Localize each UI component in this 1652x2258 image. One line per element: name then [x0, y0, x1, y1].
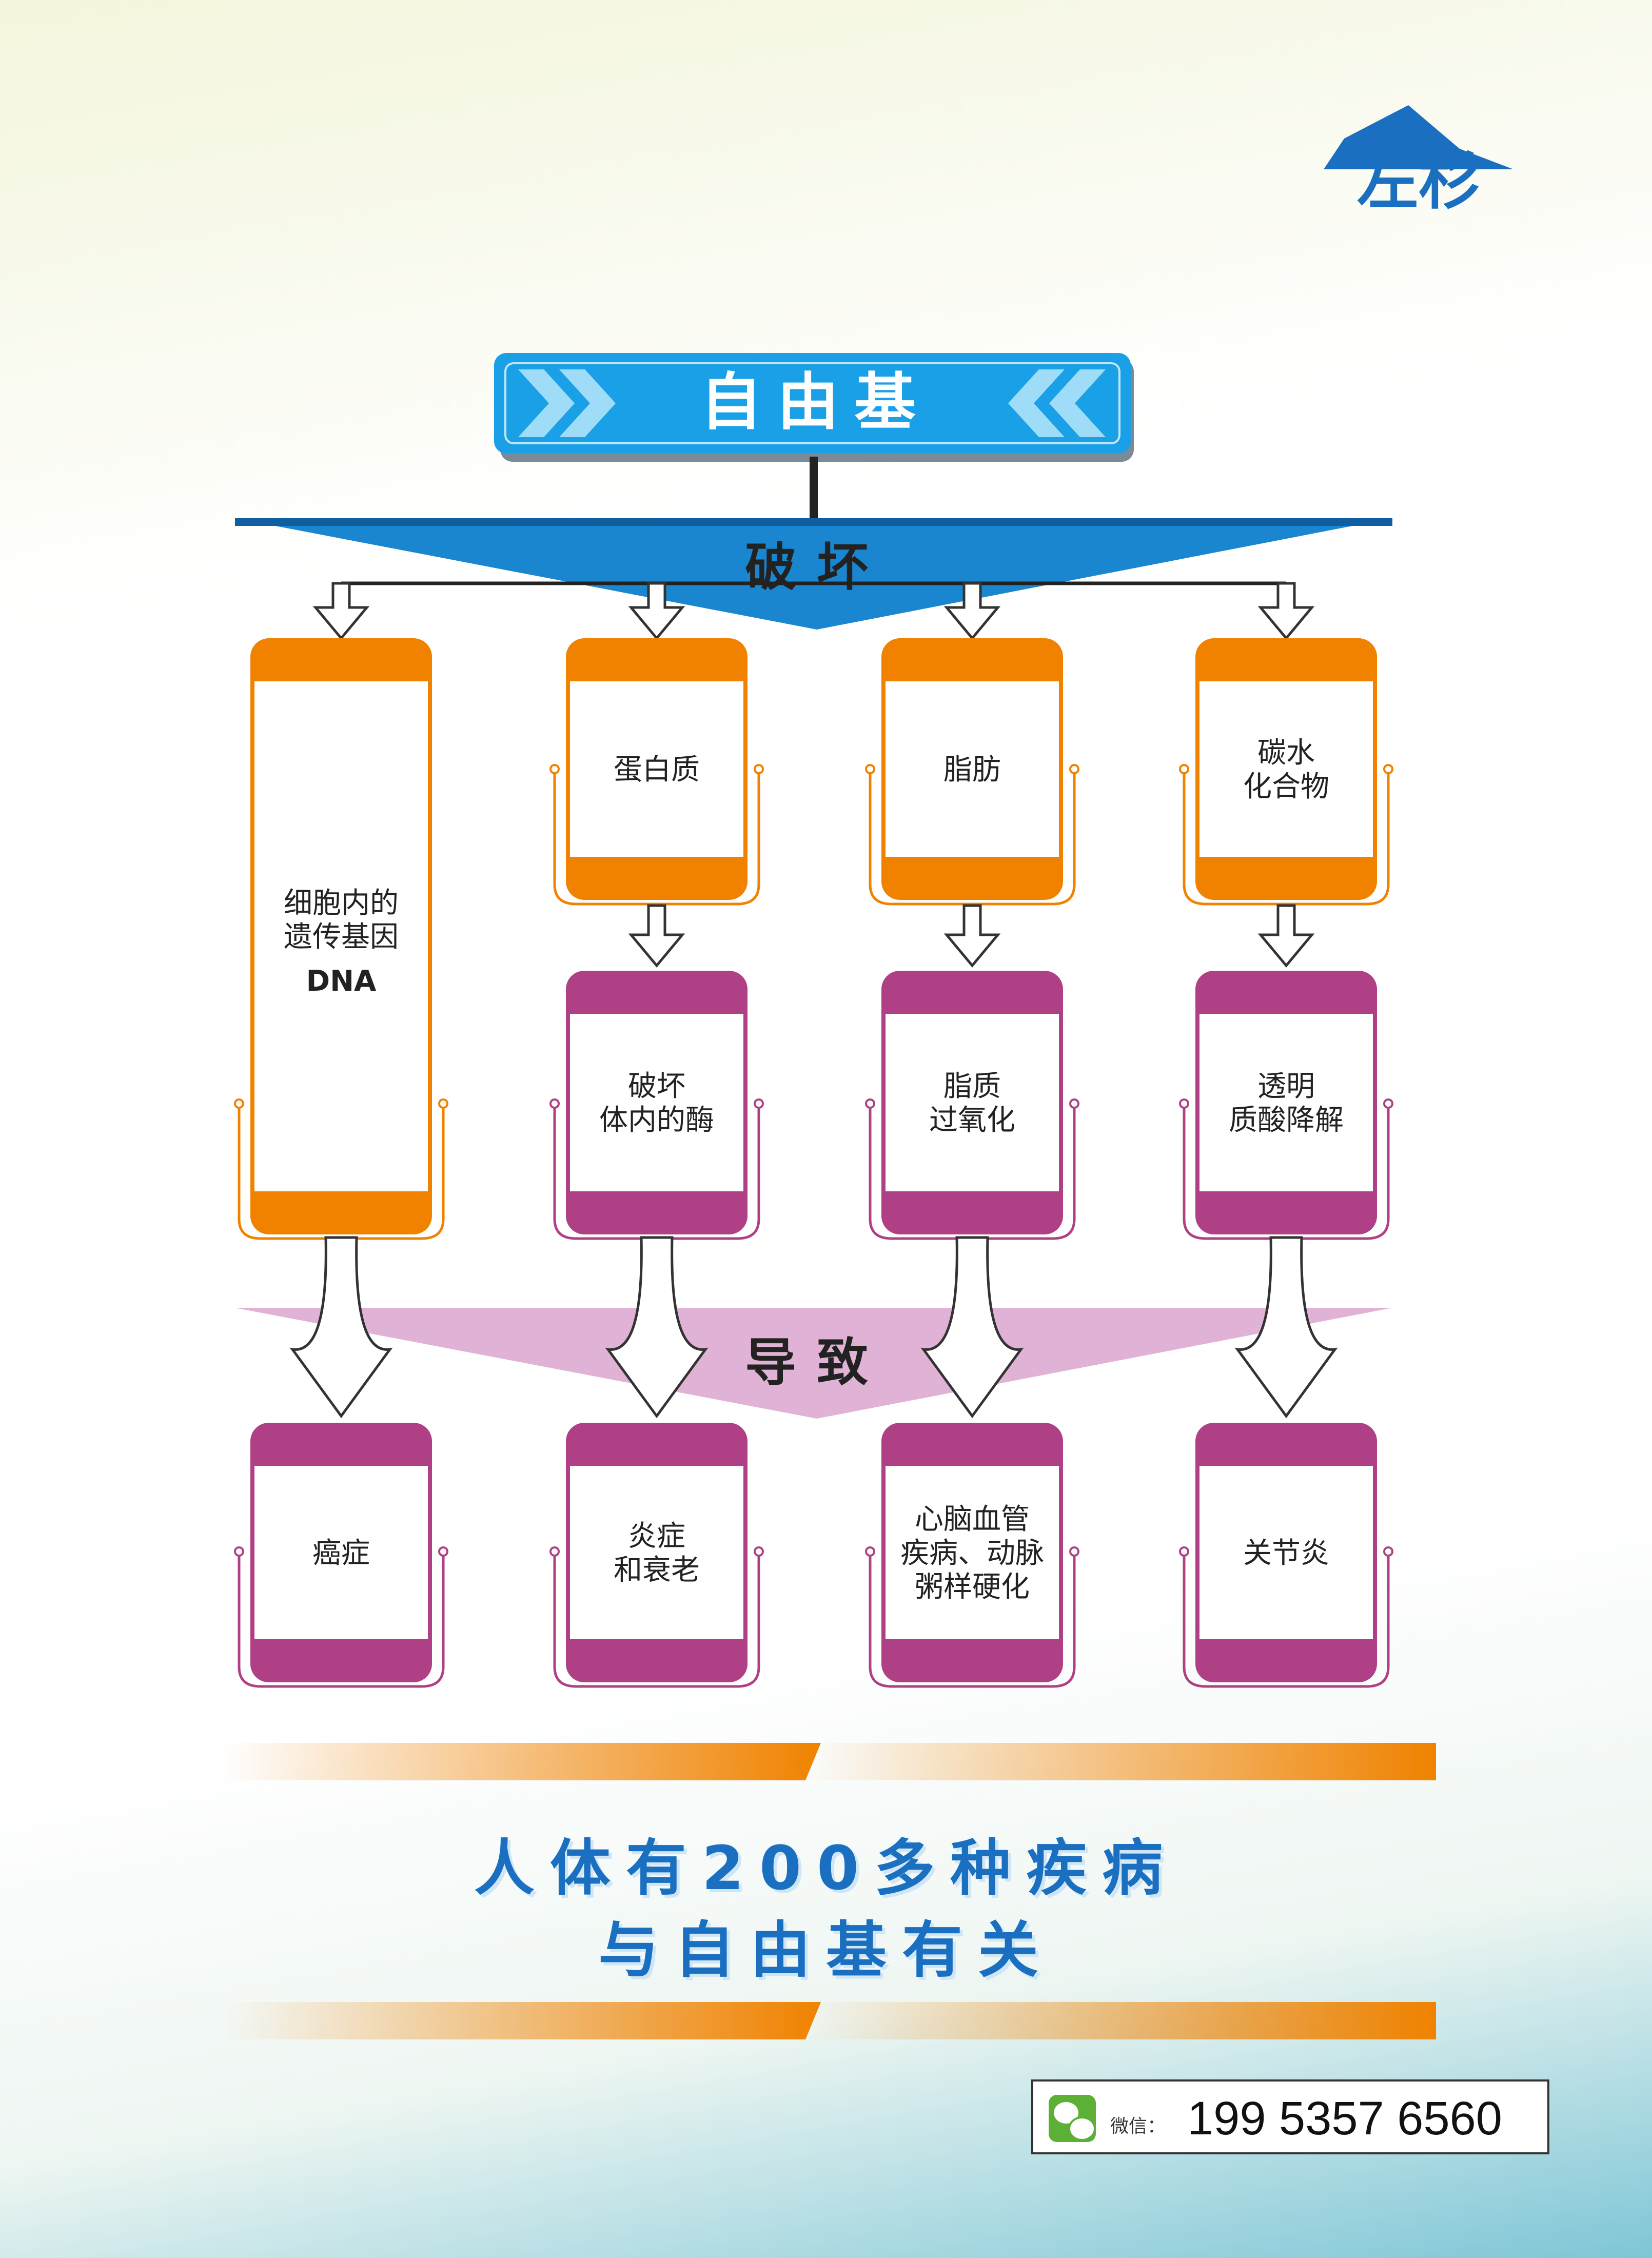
- box-text: 质酸降解: [1229, 1104, 1344, 1137]
- svg-text:左杉: 左杉: [1357, 146, 1480, 218]
- box-text: 炎症: [628, 1520, 685, 1553]
- box-text: 脂质: [943, 1070, 1001, 1103]
- box-text: 体内的酶: [599, 1104, 714, 1137]
- damage-label: 破坏: [745, 537, 889, 597]
- target-box: 脂肪: [865, 638, 1079, 906]
- arrow-down-icon: [289, 1236, 393, 1419]
- page-title: 自由基: [700, 367, 931, 438]
- box-text: 化合物: [1243, 770, 1329, 803]
- arrow-down-icon: [628, 904, 685, 968]
- box-text: 破坏: [628, 1070, 685, 1103]
- box-text: 癌症: [312, 1537, 370, 1570]
- phone-number: 199 5357 6560: [1187, 2092, 1502, 2145]
- box-text: 心脑血管: [915, 1503, 1030, 1536]
- cause-label: 导致: [745, 1332, 889, 1392]
- box-text: 和衰老: [614, 1554, 700, 1587]
- slogan-line1: 人体有200多种疾病: [474, 1833, 1178, 1903]
- box-text: 遗传基因: [284, 920, 399, 954]
- box-text: 透明: [1257, 1070, 1315, 1103]
- arrow-down-icon: [1234, 1236, 1338, 1419]
- title-banner: 自由基: [494, 353, 1134, 462]
- box-text: 过氧化: [929, 1104, 1015, 1137]
- box-text: 粥样硬化: [915, 1570, 1030, 1604]
- arrow-down-icon: [1257, 582, 1315, 640]
- wechat-label: 微信：: [1110, 2116, 1166, 2137]
- damage-triangle: [235, 518, 1392, 630]
- box-text: 关节炎: [1243, 1537, 1329, 1570]
- disease-box: 关节炎: [1179, 1423, 1393, 1688]
- slogan-line2: 与自由基有关: [598, 1915, 1054, 1986]
- chevron-right-icon: [1008, 369, 1106, 437]
- box-text: DNA: [306, 965, 377, 998]
- arrow-down-icon: [628, 582, 685, 640]
- arrow-down-icon: [943, 582, 1001, 640]
- box-text: 蛋白质: [614, 753, 700, 787]
- wechat-icon: [1049, 2095, 1096, 2142]
- box-text: 碳水: [1257, 736, 1315, 770]
- cause-triangle: [235, 1308, 1392, 1419]
- arrow-down-icon: [943, 904, 1001, 968]
- arrow-down-icon: [920, 1236, 1024, 1419]
- box-text: 疾病、动脉: [900, 1537, 1044, 1570]
- target-box: 蛋白质: [549, 638, 764, 906]
- chevron-left-icon: [518, 369, 616, 437]
- box-text: 细胞内的: [284, 887, 399, 920]
- arrow-down-icon: [1257, 904, 1315, 968]
- disease-box: 癌症: [234, 1423, 448, 1688]
- box-text: 脂肪: [943, 753, 1001, 787]
- arrow-down-icon: [312, 582, 370, 640]
- arrow-down-icon: [605, 1236, 709, 1419]
- contact-box: 微信： 199 5357 6560: [1031, 2079, 1549, 2154]
- logo: 左杉: [1324, 105, 1513, 218]
